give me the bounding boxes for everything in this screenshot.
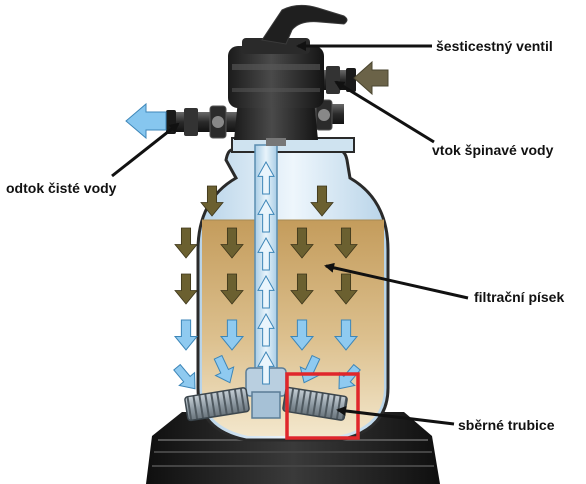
down-arrow [334, 273, 358, 305]
down-arrow [220, 273, 244, 305]
flow-arrow [213, 354, 235, 384]
leader-outlet [111, 122, 180, 178]
down-arrow [310, 185, 334, 217]
up-arrow [257, 312, 275, 347]
flow-arrow [173, 319, 199, 351]
down-arrow [174, 273, 198, 305]
valve-handle [261, 4, 348, 45]
up-arrow [257, 350, 275, 385]
leader-inlet [334, 80, 435, 144]
flow-arrow [219, 319, 245, 351]
clean-flow-arrows [173, 319, 361, 390]
label-six-way-valve: šesticestný ventil [436, 38, 553, 54]
flow-arrow [173, 363, 196, 390]
label-filter-sand: filtrační písek [474, 289, 565, 305]
lateral-left [184, 387, 250, 422]
down-arrow [200, 185, 224, 217]
up-arrow [257, 198, 275, 233]
flow-arrow [299, 354, 321, 384]
label-clean-water-outlet: odtok čisté vody [6, 180, 117, 196]
flow-arrow [333, 319, 359, 351]
leader-laterals [336, 405, 455, 426]
up-arrow [257, 274, 275, 309]
outlet-pipe [166, 105, 238, 139]
down-arrow [290, 273, 314, 305]
down-flow-arrows [174, 185, 358, 305]
flow-arrow [338, 363, 361, 390]
outlet-flow-arrow [125, 102, 167, 140]
down-arrow [174, 227, 198, 259]
highlight-box [285, 372, 360, 440]
down-arrow [220, 227, 244, 259]
flow-arrow [289, 319, 315, 351]
down-arrow [334, 227, 358, 259]
tube-up-arrows [257, 160, 275, 385]
down-arrow [290, 227, 314, 259]
inlet-flow-arrow [353, 60, 389, 96]
up-arrow [257, 236, 275, 271]
label-collector-laterals: sběrné trubice [458, 417, 555, 433]
label-dirty-water-inlet: vtok špinavé vody [432, 142, 554, 158]
up-arrow [257, 160, 275, 195]
leader-sand [324, 262, 469, 300]
six-way-valve [228, 4, 348, 146]
